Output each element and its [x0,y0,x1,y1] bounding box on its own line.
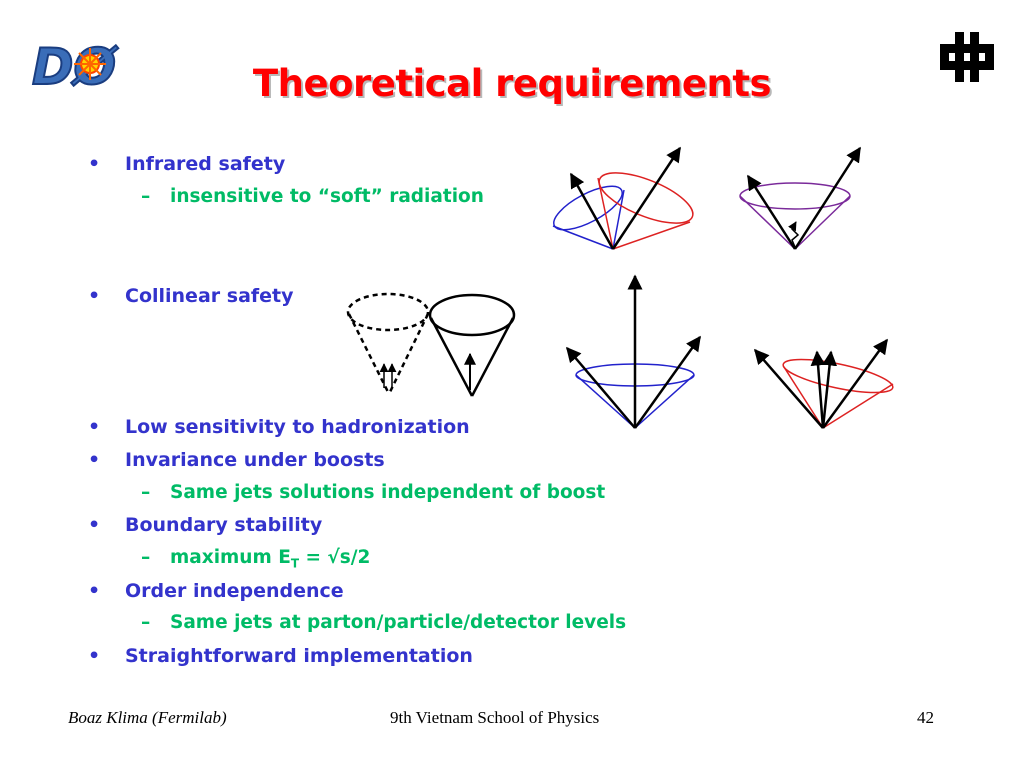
sub-bullet-text: Same jets solutions independent of boost [170,482,606,503]
bullet-boundary-stability: • Boundary stability [88,514,322,536]
bullet-text: Invariance under boosts [125,449,385,471]
bullet-marker: • [88,285,101,307]
bullet-hadronization: • Low sensitivity to hadronization [88,416,470,438]
bullet-text: Low sensitivity to hadronization [125,416,470,438]
bullet-boost-invariance: • Invariance under boosts [88,449,385,471]
dzero-logo-icon: DØ [26,36,142,92]
bullet-marker: • [88,580,101,602]
sub-bullet-max-et: –maximum ET = √s/2 [141,547,370,571]
infrared-two-cones-diagram [552,146,694,250]
bullet-marker: • [88,416,101,438]
bullet-collinear-safety: • Collinear safety [88,285,294,307]
slide-title: Theoretical requirements [252,62,772,105]
bullet-text: Collinear safety [125,285,294,307]
infrared-soft-radiation-diagram [739,146,862,250]
footer-author: Boaz Klima (Fermilab) [68,708,227,727]
bullet-infrared-safety: • Infrared safety [88,153,285,175]
sub-bullet-text: insensitive to “soft” radiation [170,186,484,207]
sub-bullet-boost-independent: –Same jets solutions independent of boos… [141,482,605,503]
bullet-text: Order independence [125,580,344,602]
collinear-dashed-solid-cones-diagram [346,292,516,397]
subscript-t: T [290,556,300,571]
bullet-marker: • [88,514,101,536]
sub-bullet-soft-radiation: –insensitive to “soft” radiation [141,186,484,207]
footer-page-number: 42 [917,708,934,727]
sub-bullet-marker: – [141,482,151,503]
sub-bullet-same-jets-levels: –Same jets at parton/particle/detector l… [141,612,626,633]
bullet-marker: • [88,153,101,175]
sub-bullet-marker: – [141,186,151,207]
sub-bullet-marker: – [141,612,151,633]
sub-bullet-marker: – [141,547,151,568]
sub-bullet-text-suffix: = √s/2 [299,547,371,568]
collinear-blue-cone-diagram [566,274,702,429]
footer-event: 9th Vietnam School of Physics [390,708,600,727]
bullet-marker: • [88,645,101,667]
sub-bullet-text-prefix: maximum E [170,547,291,568]
collinear-red-cone-diagram [754,338,894,429]
fermilab-logo-icon [940,32,994,82]
bullet-marker: • [88,449,101,471]
sub-bullet-text: Same jets at parton/particle/detector le… [170,612,627,633]
bullet-text: Straightforward implementation [125,645,473,667]
bullet-text: Infrared safety [125,153,286,175]
bullet-text: Boundary stability [125,514,323,536]
bullet-order-independence: • Order independence [88,580,344,602]
bullet-straightforward: • Straightforward implementation [88,645,473,667]
